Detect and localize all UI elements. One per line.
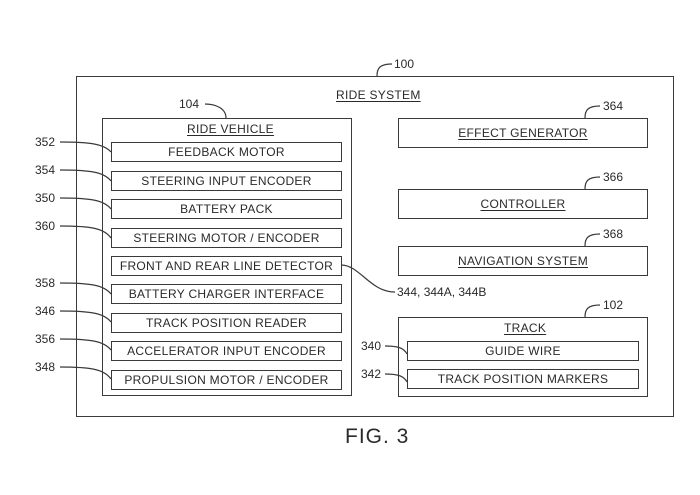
component-guide-wire: GUIDE WIRE — [407, 341, 639, 361]
track-title: TRACK — [504, 321, 547, 335]
component-accelerator-input-encoder: ACCELERATOR INPUT ENCODER — [111, 341, 342, 361]
component-front-rear-line-detector: FRONT AND REAR LINE DETECTOR — [111, 256, 342, 276]
ref-354: 354 — [35, 163, 56, 177]
ref-350: 350 — [35, 191, 56, 205]
ref-346: 346 — [35, 304, 56, 318]
ref-368: 368 — [603, 227, 624, 241]
ref-342: 342 — [361, 367, 382, 381]
component-battery-charger-interface: BATTERY CHARGER INTERFACE — [111, 284, 342, 304]
component-track-position-markers: TRACK POSITION MARKERS — [407, 369, 639, 389]
ride-system-title: RIDE SYSTEM — [336, 88, 421, 102]
ref-364: 364 — [603, 99, 624, 113]
ref-100: 100 — [394, 57, 415, 71]
leader-100 — [376, 63, 393, 77]
component-steering-input-encoder: STEERING INPUT ENCODER — [111, 171, 342, 191]
ride-vehicle-box — [102, 118, 352, 396]
ref-344: 344, 344A, 344B — [397, 285, 487, 299]
ref-352: 352 — [35, 135, 56, 149]
component-steering-motor-encoder: STEERING MOTOR / ENCODER — [111, 228, 342, 248]
ride-vehicle-title: RIDE VEHICLE — [187, 122, 274, 136]
ref-360: 360 — [35, 219, 56, 233]
ref-102: 102 — [603, 298, 624, 312]
ref-104: 104 — [179, 97, 200, 111]
ref-356: 356 — [35, 332, 56, 346]
component-feedback-motor: FEEDBACK MOTOR — [111, 142, 342, 162]
block-controller: CONTROLLER — [398, 189, 648, 219]
component-propulsion-motor-encoder: PROPULSION MOTOR / ENCODER — [111, 370, 342, 390]
ref-366: 366 — [603, 170, 624, 184]
ref-348: 348 — [35, 360, 56, 374]
component-battery-pack: BATTERY PACK — [111, 199, 342, 219]
ref-358: 358 — [35, 276, 56, 290]
block-navigation-system: NAVIGATION SYSTEM — [398, 246, 648, 276]
block-effect-generator: EFFECT GENERATOR — [398, 118, 648, 148]
ride-system-box — [76, 76, 674, 417]
track-box — [398, 317, 648, 397]
ref-340: 340 — [361, 339, 382, 353]
component-track-position-reader: TRACK POSITION READER — [111, 313, 342, 333]
figure-label: FIG. 3 — [345, 425, 410, 448]
